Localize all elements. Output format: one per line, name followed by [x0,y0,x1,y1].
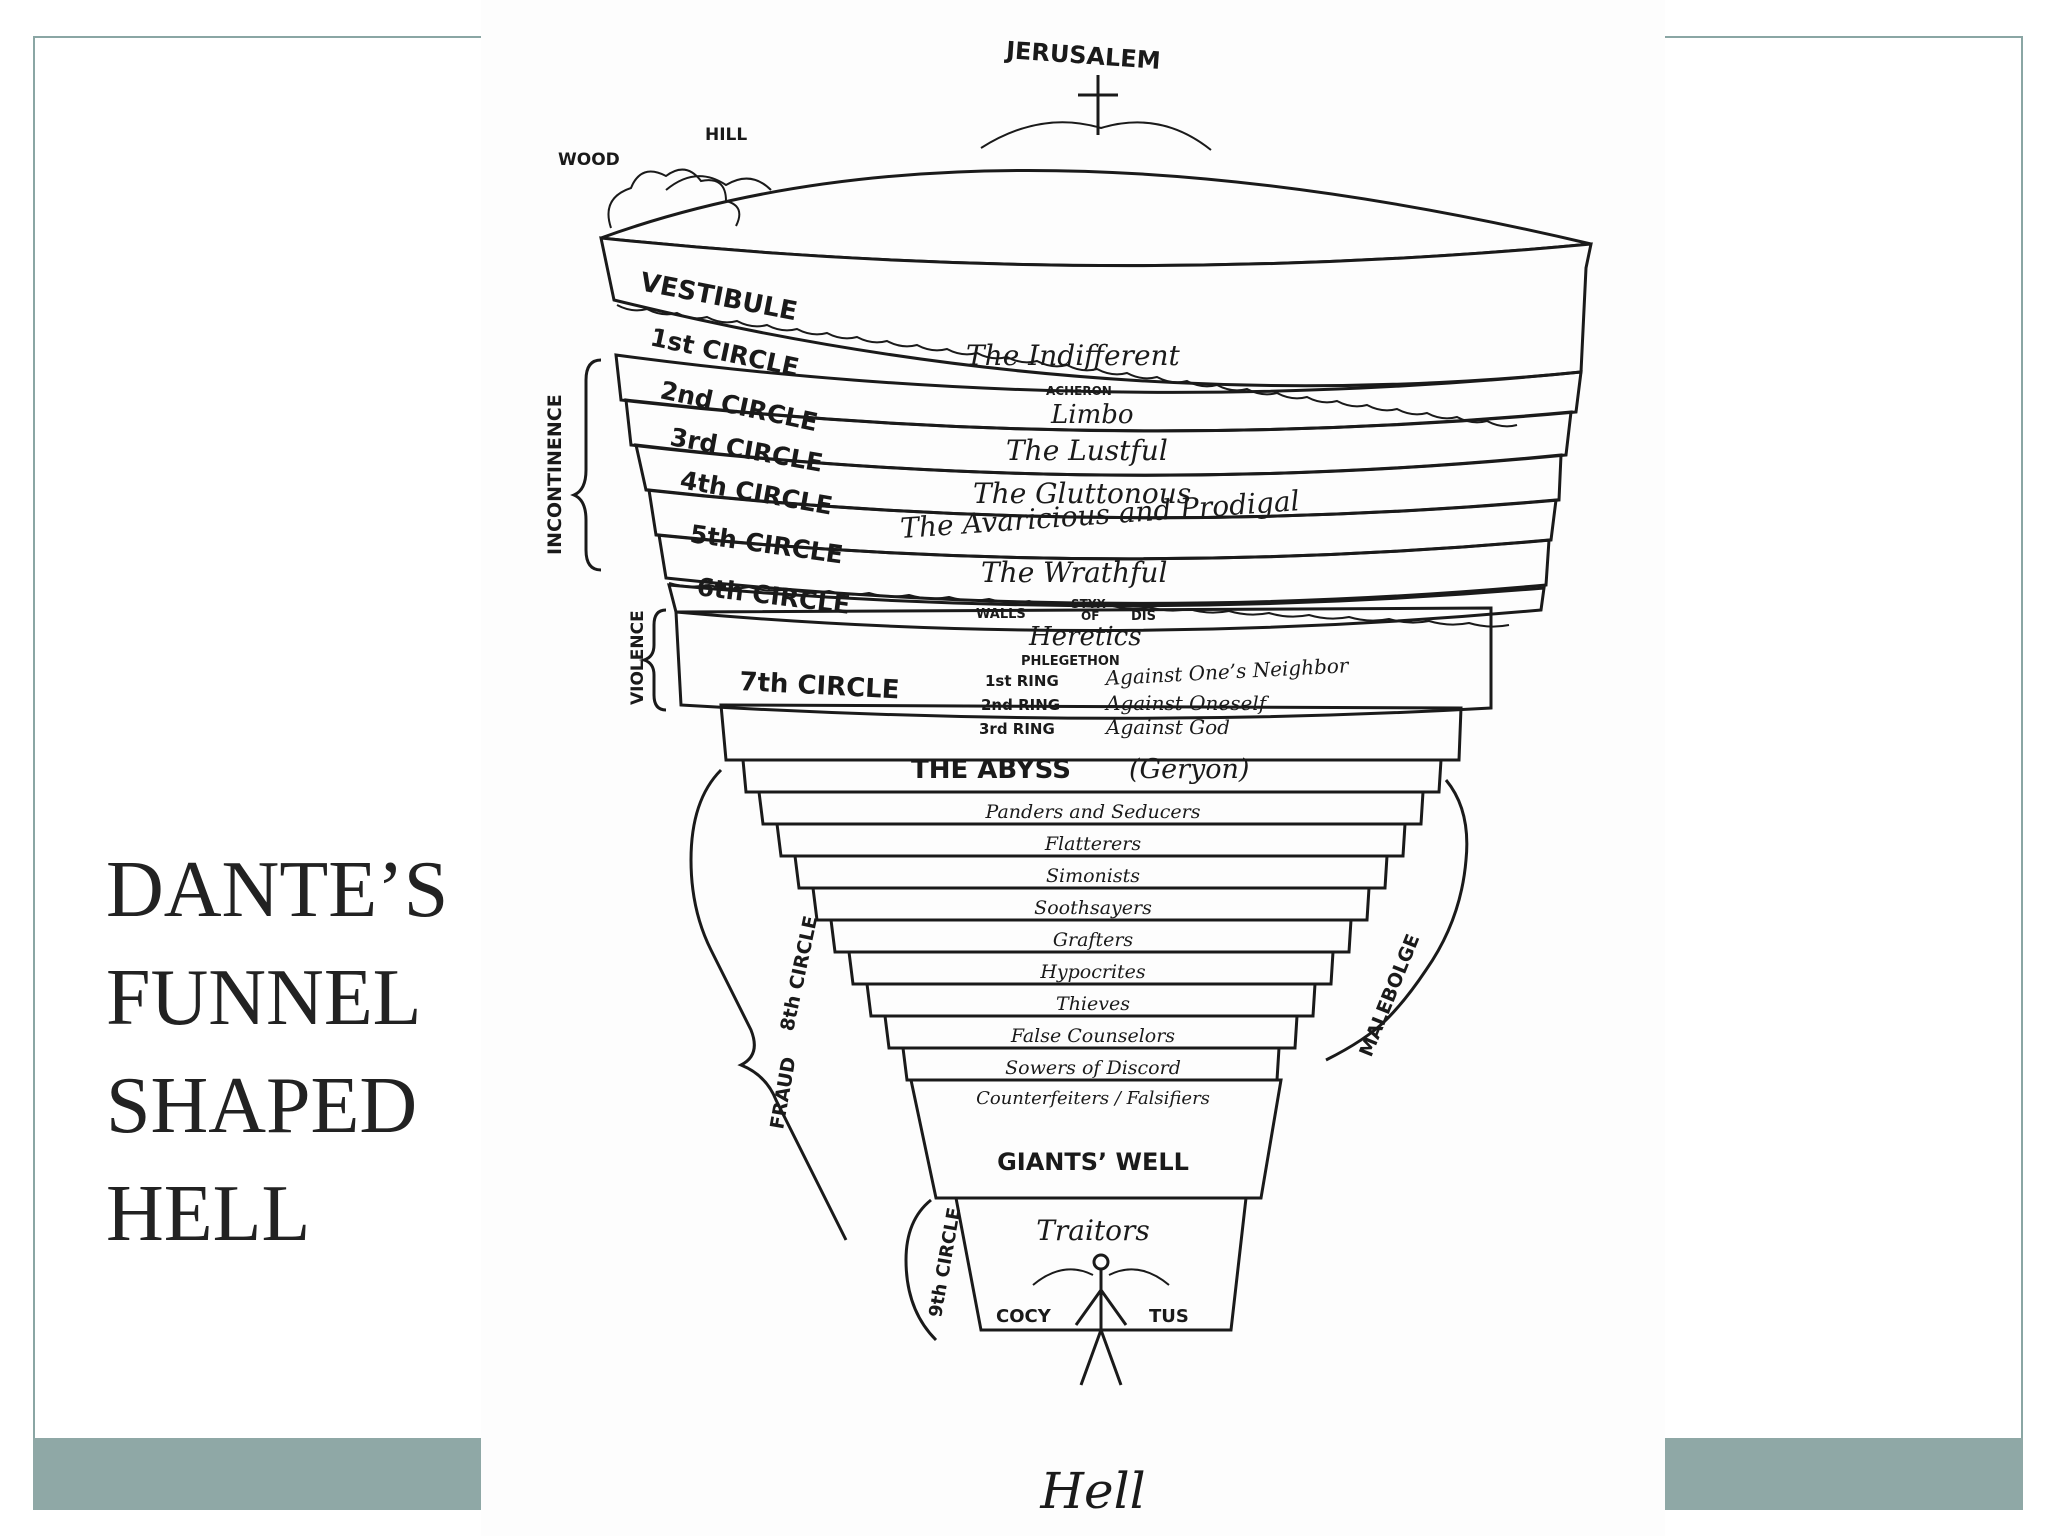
circle-7-label: 7th CIRCLE [739,667,901,705]
geryon-label: (Geryon) [1129,754,1249,785]
bolgia-9 [883,1014,1299,1050]
left-frame-line [33,36,481,1438]
hill-label: HILL [705,125,747,145]
walls-label: WALLS [976,607,1026,622]
traitors-label: Traitors [1036,1214,1150,1247]
circle-3-desc: The Gluttonous [973,477,1191,510]
slide-title: DANTE’S FUNNEL SHAPED HELL [106,836,506,1268]
ring-3-label: 3rd RING [979,720,1055,738]
ring-2-label: 2nd RING [981,696,1060,714]
circle-1-desc: Limbo [1050,400,1134,430]
footer-band-left [33,1438,481,1510]
circle-6-desc: Heretics [1028,622,1142,652]
dis-label: DIS [1131,609,1156,624]
fraud-label: FRAUD [766,1055,800,1131]
bolgia-3 [775,822,1407,858]
malebolge-brace [1325,779,1469,1062]
bolgia-7-label: Thieves [1056,993,1130,1015]
traitors-well [954,1196,1248,1332]
bolgia-4-label: Soothsayers [1034,897,1152,919]
giants-well-label: GIANTS’ WELL [997,1148,1189,1176]
incontinence-label: INCONTINENCE [544,394,566,555]
incontinence-brace [570,358,602,572]
title-line: DANTE’S [106,846,449,934]
malebolge-label: MALEBOLGE [1355,931,1424,1060]
circle-2-desc: The Lustful [1006,434,1168,467]
ring-2-desc: Against Oneself [1104,691,1270,715]
ring-1-desc: Against One’s Neighbor [1103,653,1350,690]
circle-7-band [674,606,1493,720]
bolgia-5-label: Grafters [1053,929,1134,951]
abyss-label: THE ABYSS [911,755,1071,785]
eighth-circle-label: 8th CIRCLE [776,914,822,1033]
title-line: FUNNEL [106,954,422,1042]
bolgia-4 [793,854,1389,890]
vestibule-band [599,236,1593,388]
acheron-river [616,304,1518,428]
bolgia-2 [757,790,1425,826]
ring-3-desc: Against God [1104,715,1230,739]
violence-brace [638,608,667,712]
bolgia-6 [829,918,1353,954]
lucifer-icon [1074,1268,1128,1386]
bolgia-8 [865,982,1317,1018]
indifferent-label: The Indifferent [966,339,1181,372]
bolgia-9-label: Sowers of Discord [1005,1057,1181,1079]
ninth-circle-label: 9th CIRCLE [925,1206,965,1319]
violence-label: VIOLENCE [628,610,648,705]
circle-6-band [667,583,1546,632]
ninth-brace [904,1198,938,1342]
title-line: SHAPED [106,1062,418,1150]
ring-1-label: 1st RING [985,672,1059,690]
styx-label: STYX [1071,597,1107,611]
bolgia-8-label: False Counselors [1010,1025,1175,1047]
bolgia-1 [741,758,1443,794]
of-label: OF [1081,609,1099,623]
phlegethon-label: PHLEGETHON [1021,654,1120,669]
bolgia-2-label: Flatterers [1044,833,1142,855]
wood-label: WOOD [558,150,620,170]
bolgia-3-label: Simonists [1046,865,1140,887]
hell-caption: Hell [1039,1462,1145,1520]
cocytus-right-label: TUS [1149,1306,1189,1327]
footer-band-right [1665,1438,2023,1510]
bolgia-10-label: Counterfeiters / Falsifiers [976,1088,1210,1109]
hell-diagram-svg: JERUSALEM WOOD HILL VESTIBULE The Indiff… [544,36,1593,1520]
circle-5-label: 5th CIRCLE [688,519,845,569]
cocytus-left-label: COCY [996,1306,1052,1327]
right-frame-line [1665,36,2023,1438]
wood-trees-icon [607,168,741,229]
title-line: HELL [106,1170,311,1258]
bolgia-1-label: Panders and Seducers [985,801,1201,823]
giants-well [909,1078,1283,1200]
circle-5-desc: The Wrathful [981,556,1167,589]
bolgia-5 [811,886,1371,922]
abyss-band [719,703,1463,762]
bolgia-6-label: Hypocrites [1039,961,1146,983]
bolgia-7 [847,950,1335,986]
acheron-label: ACHERON [1046,384,1112,398]
jerusalem-label: JERUSALEM [1003,36,1161,75]
fraud-brace [689,768,848,1241]
hell-diagram: JERUSALEM WOOD HILL VESTIBULE The Indiff… [481,0,1665,1536]
